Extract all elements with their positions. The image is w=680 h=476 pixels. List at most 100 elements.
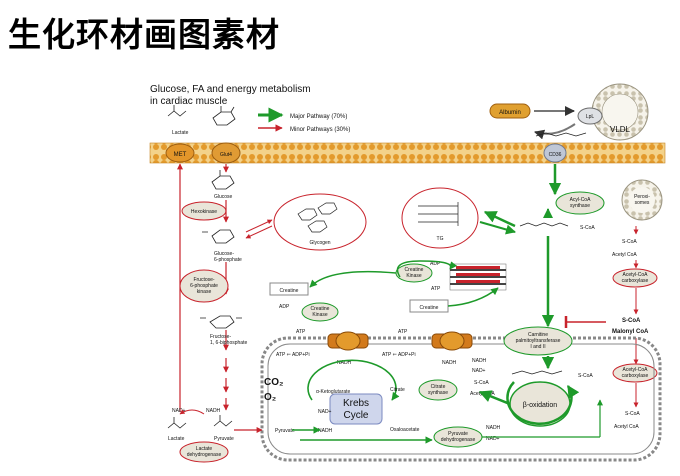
legend-major-label: Major Pathway (70%): [290, 114, 347, 120]
f16bp-label: Fructose-1, 6-biphosphate: [210, 334, 247, 346]
glucose-molecule: [211, 170, 235, 190]
atp-synthase-1: [327, 331, 369, 351]
glut4-label: Glut4: [220, 152, 232, 158]
glucose-molecule-top: [212, 106, 236, 126]
g6p-label: Glucose-6-phosphate: [214, 251, 242, 263]
atp3-label: ATP: [398, 329, 408, 335]
pfk-enzyme: [179, 269, 229, 303]
lactate-molecule-top: [167, 105, 187, 117]
lpl-enzyme: [577, 107, 603, 125]
tg-structure: [418, 202, 459, 226]
acyl-chain-inner-label: S-CoA: [578, 373, 593, 379]
albumin-label: Albumin: [499, 110, 521, 116]
co2-label: CO₂: [264, 377, 283, 388]
g6p-molecule: [202, 229, 235, 244]
vldl-label: VLDL: [610, 125, 631, 134]
nad3-label: NAD+: [472, 368, 486, 374]
cd36-label: CD36: [549, 152, 562, 158]
o2-label: O₂: [264, 392, 276, 403]
beta-oxidation-cycle: [506, 381, 580, 425]
pyruvate-molecule: [213, 415, 233, 427]
nadh2-label: NADH: [442, 360, 457, 366]
tg-region: [401, 187, 479, 249]
figure-title-line1: Glucose, FA and energy metabolism: [150, 84, 311, 95]
acetyl-coa-right-top: S-CoA: [622, 239, 637, 245]
acyl-coa-chain-top: [519, 222, 569, 227]
pyruvate-label: Pyruvate: [214, 436, 234, 442]
acyl-coa-synthase-enzyme: [555, 191, 605, 215]
cell-membrane: [149, 142, 666, 164]
legend-minor-label: Minor Pathways (30%): [290, 127, 350, 133]
acyl-chain-inner: [511, 370, 563, 375]
hexokinase-label: Hexokinase: [191, 209, 217, 215]
adp1-label: ADP: [279, 304, 290, 310]
creatine-right-label: Creatine: [420, 305, 439, 311]
glycogen-region: [273, 193, 367, 251]
glucose-label: Glucose: [214, 194, 233, 200]
acetyl-coa-bottom-label: Acetyl CoA: [614, 424, 639, 430]
glycogen-label: Glycogen: [309, 240, 330, 246]
ldh-enzyme: [179, 441, 229, 463]
acyl-coa-top-label: S-CoA: [580, 225, 595, 231]
peroxisome-label: Peroxi-somes: [634, 194, 650, 206]
nadh1-label: NADH: [337, 360, 352, 366]
cpt-enzyme: [503, 326, 573, 356]
atp1-label: ATP: [431, 286, 441, 292]
nadh-pdh-label: NADH: [486, 425, 501, 431]
f16bp-molecule: [200, 315, 242, 329]
beta-oxidation-label: β-oxidation: [523, 402, 557, 409]
acyl-scoa-label: S-CoA: [474, 380, 489, 386]
met-transporter: [165, 143, 195, 163]
fatty-acid-top: [535, 132, 587, 137]
malonyl-coa-top: S-CoA: [622, 318, 641, 324]
nadh-l-label: NADH: [206, 408, 221, 414]
krebs-cycle-arrow: [307, 359, 400, 401]
creatine-left-label: Creatine: [280, 288, 299, 294]
sarcomere: [449, 263, 507, 291]
page-title: 生化环材画图素材: [8, 15, 280, 54]
nad-plus1-label: NAD+: [172, 408, 186, 414]
citrate-label: Citrate: [390, 387, 405, 393]
nadh3-label: NADH: [472, 358, 487, 364]
figure-title-line2: in cardiac muscle: [150, 96, 228, 107]
oxaloacetate-label: Oxaloacetate: [390, 427, 420, 433]
glut4-transporter: [211, 142, 241, 164]
creatine-kinase-a: [301, 302, 339, 322]
acetyl-coa-bottom-top: S-CoA: [625, 411, 640, 417]
adp2-label: ADP: [430, 261, 441, 267]
nad-plus-2-label: NAD+: [318, 409, 332, 415]
acc-enzyme: [612, 268, 658, 288]
glycogen-structure: [297, 202, 338, 233]
albumin-shape: [489, 103, 531, 119]
alpha-kg-label: α-Ketoglutarate: [316, 389, 351, 395]
met-label: MET: [174, 152, 187, 158]
pyruvate-in-label: Pyruvate: [275, 428, 295, 434]
creatine-left-box: [269, 282, 309, 296]
atp2-label: ATP: [296, 329, 306, 335]
lactate-molecule-bottom: [167, 417, 187, 429]
atp-synthase-2: [431, 331, 473, 351]
atp-adp-2-label: ATP ⇐ ADP+Pi: [382, 352, 416, 358]
lpl-label: LpL: [586, 114, 595, 120]
citrate-synthase-enzyme: [418, 379, 458, 401]
acetyl-coa-right-label: Acetyl CoA: [612, 252, 637, 258]
lactate-bottom-label: Lactate: [168, 436, 185, 442]
tg-label: TG: [437, 236, 444, 242]
krebs-cycle-box: [329, 393, 383, 425]
nad-pdh-label: NAD+: [486, 436, 500, 442]
atp-adp-1-label: ATP ⇐ ADP+Pi: [276, 352, 310, 358]
nadh-m-label: NADH: [318, 428, 333, 434]
cd36-transporter: [543, 143, 567, 163]
